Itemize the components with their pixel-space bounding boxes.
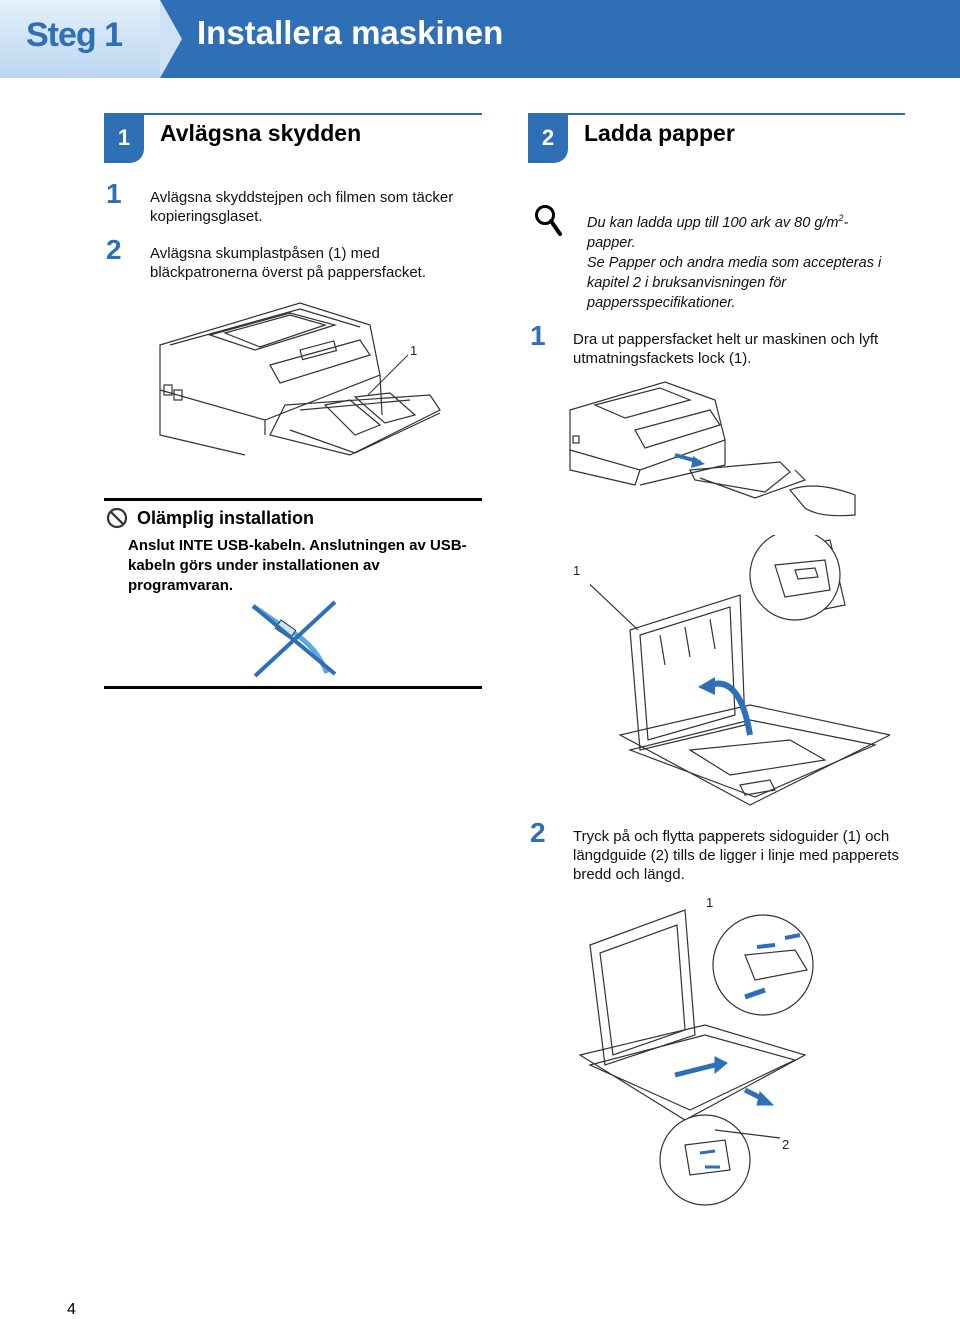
warning-title: Olämplig installation [137,508,315,528]
paper-tray-cover-illustration [590,535,890,806]
section-number-right: 2 [528,113,568,163]
printer-illustration [159,302,441,456]
page-number: 4 [67,1301,76,1318]
step-badge-arrow [160,0,182,78]
page-title: Installera maskinen [197,14,504,51]
note-superscript: 2 [838,213,844,223]
step-number: 1 [530,320,546,351]
step-text: Avlägsna skyddstejpen och filmen som täc… [150,189,454,225]
printer-tray-illustration [569,381,856,517]
step-text: Dra ut pappersfacket helt ur maskinen oc… [573,331,879,367]
step-badge [0,0,160,78]
paper-guides-illustration [578,909,814,1206]
section-rule-left [104,113,482,115]
callout-cover: 1 [573,563,581,578]
note-line1: Du kan ladda upp till 100 ark av 80 g/m [587,214,839,231]
note-line3: Se Papper och andra media som accepteras… [587,254,882,311]
step-text: Tryck på och flytta papperets sidoguider… [573,828,900,883]
step-text: Avlägsna skumplastpåsen (1) med bläckpat… [150,245,426,281]
callout-length-guide: 2 [782,1137,790,1152]
warning-text: Anslut INTE USB-kabeln. Anslutningen av … [128,537,467,594]
step-number: 2 [106,234,122,265]
warning-rule-bottom [104,686,482,689]
step-number: 2 [530,817,546,848]
magnifier-icon [535,205,562,236]
step-number: 1 [106,178,122,209]
section-number-left: 1 [104,113,144,163]
step-label: Steg 1 [26,16,123,54]
section-rule-right [528,113,905,115]
note-text: Du kan ladda upp till 100 ark av 80 g/m2… [587,208,907,313]
usb-cable-crossed-icon [251,600,337,678]
callout-foam-bag: 1 [410,343,418,358]
callout-side-guide: 1 [706,895,714,910]
section-title-left: Avlägsna skydden [160,120,362,146]
warning-rule-top [104,498,482,501]
section-title-right: Ladda papper [584,120,735,146]
note-line1-suffix: - [843,214,849,231]
prohibition-icon [106,507,128,529]
note-line2: papper. [587,234,636,251]
